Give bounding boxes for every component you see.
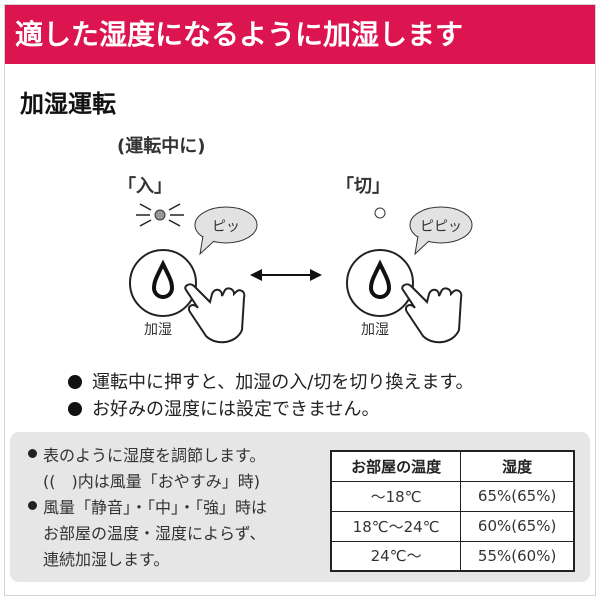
humidify-button-off: [346, 249, 414, 317]
page-header: 適した湿度になるように加湿します: [5, 5, 595, 64]
water-drop-icon: [151, 259, 175, 299]
button-label-off: 加湿: [361, 322, 389, 338]
state-on-label: 「入」: [118, 176, 172, 197]
bullet-item: お好みの湿度には設定できません。: [68, 395, 379, 421]
humidify-diagram: [129, 203, 473, 344]
section-subtitle: (運転中に): [117, 136, 206, 157]
bullet-item: 運転中に押すと、加湿の入/切を切り換えます。: [68, 368, 474, 394]
sound-on-text: ピッ: [212, 219, 240, 235]
page-frame: [4, 4, 596, 596]
sound-off-text: ピピッ: [420, 219, 462, 235]
humidify-button-on: [129, 249, 197, 317]
table-row: 24℃～55%(60%): [330, 540, 575, 572]
pressing-hand-icon: [184, 283, 246, 344]
lamp-off-icon: [374, 207, 386, 219]
lamp-lit-icon: [136, 203, 184, 227]
button-label-on: 加湿: [144, 322, 172, 338]
water-drop-icon: [368, 259, 392, 299]
pressing-hand-icon: [401, 283, 463, 344]
toggle-arrow-icon: [250, 269, 322, 281]
speech-bubble-icon: [409, 206, 473, 256]
speech-bubble-icon: [194, 206, 258, 256]
note-1: 表のように湿度を調節します。 (( )内は風量「おやすみ」時) 風量「静音」・「…: [28, 443, 267, 573]
state-off-label: 「切」: [336, 176, 390, 197]
section-title: 加湿運転: [20, 90, 116, 118]
